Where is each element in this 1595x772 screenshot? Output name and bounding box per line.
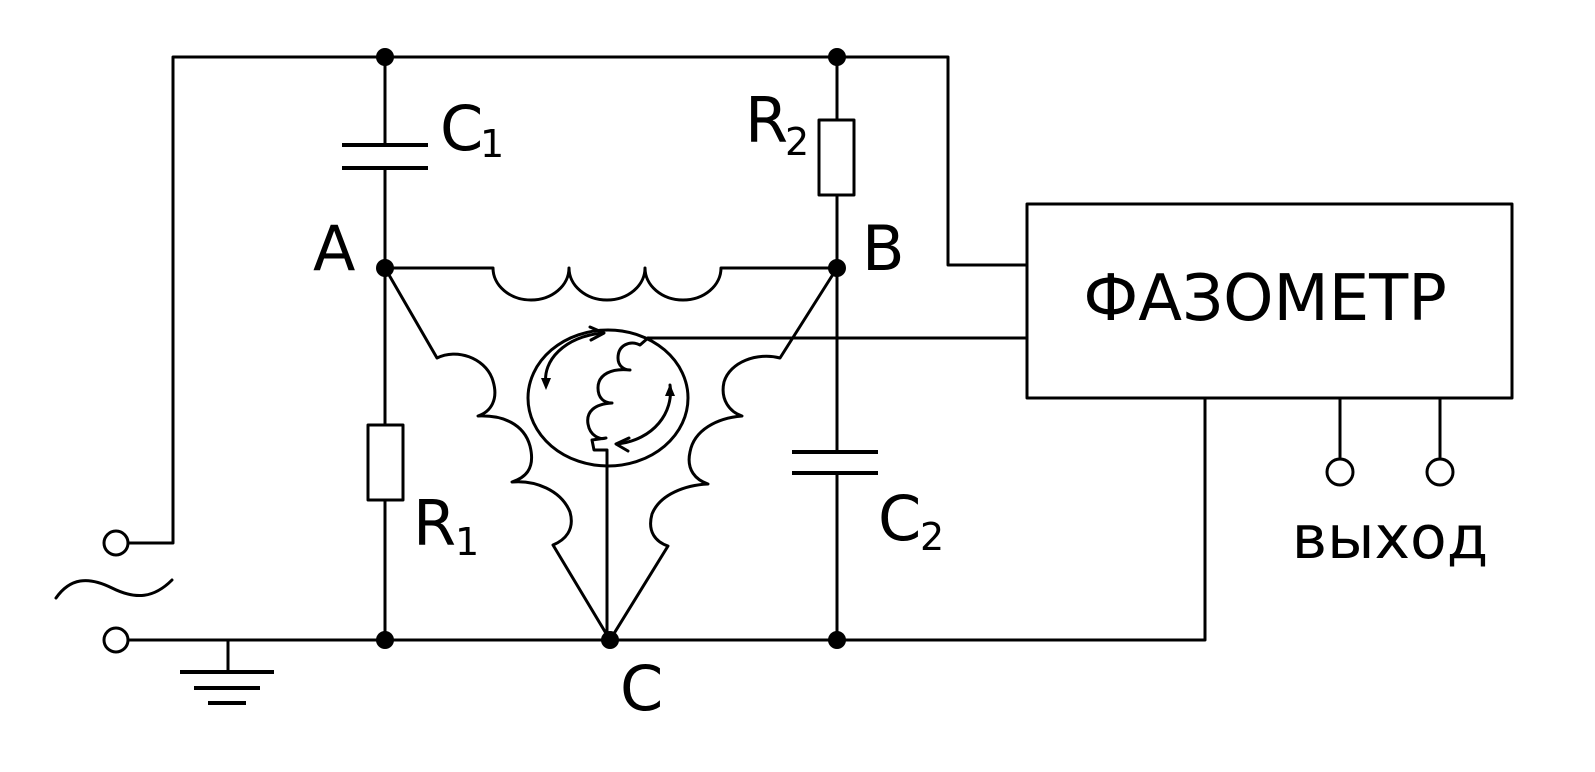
top-wire [116, 55, 1029, 545]
junction-top-left [376, 48, 394, 66]
winding-bc [608, 266, 839, 642]
output-label: выход [1292, 503, 1488, 573]
junction-a [376, 259, 394, 277]
junction-bottom-right [828, 631, 846, 649]
r2-index: 2 [785, 120, 809, 164]
rotor-circle [526, 328, 690, 468]
r1-index: 1 [455, 520, 479, 564]
rotation-arrow-lower-tail [665, 384, 675, 396]
junction-bottom-left [376, 631, 394, 649]
output-terminal-2 [1425, 457, 1455, 487]
rotation-arrow-upper [544, 331, 604, 387]
node-a-label: A [313, 212, 355, 285]
node-b-label: B [862, 212, 905, 285]
input-terminal-top [102, 529, 130, 557]
winding-ab [383, 266, 839, 302]
c1-index: 1 [480, 122, 504, 166]
r1-label: R [413, 487, 456, 560]
rotation-arrow-lower-head [614, 436, 631, 453]
bottom-wire [116, 396, 1207, 642]
r1-resistor [366, 423, 405, 502]
rotation-arrow-upper-head [588, 325, 606, 342]
rotor-coil [586, 336, 650, 642]
winding-ac [383, 266, 612, 642]
r2-resistor [817, 118, 856, 197]
junction-b [828, 259, 846, 277]
phasemeter-label: ФАЗОМЕТР [1083, 262, 1447, 336]
junction-top-right [828, 48, 846, 66]
c2-index: 2 [920, 515, 944, 559]
rotation-arrow-lower [615, 383, 672, 446]
junction-c [601, 631, 619, 649]
c1-label: C [440, 92, 483, 165]
output-terminal-1 [1325, 457, 1355, 487]
ac-source-icon [54, 578, 174, 600]
phasemeter-box [1025, 202, 1514, 400]
input-terminal-bottom [102, 626, 130, 654]
rotation-arrow-upper-tail [541, 378, 551, 390]
c2-label: C [878, 482, 921, 555]
node-c-label: C [620, 652, 663, 725]
r2-label: R [745, 84, 788, 157]
